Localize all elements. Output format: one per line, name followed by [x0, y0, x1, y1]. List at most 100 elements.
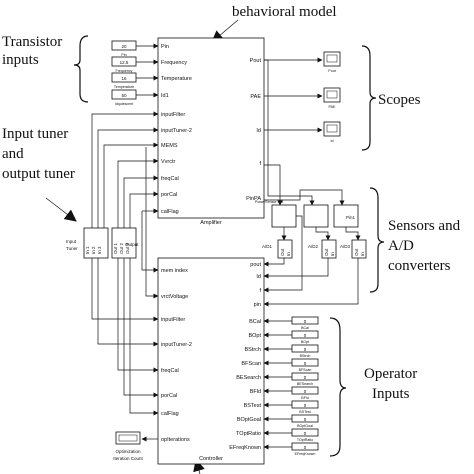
const-pin-block[interactable] [111, 40, 137, 51]
output-tuner-name: Output [125, 242, 139, 247]
const-boptgoal-block[interactable] [291, 414, 319, 423]
ctrl-port-freqcal: freqCal [161, 368, 179, 374]
operator-constants: 0 BCal 0 BOpt 0 BStrch 0 BFScan 0 BESear… [263, 316, 319, 456]
power-sensor-1[interactable] [271, 204, 297, 228]
const-pin-label: Pin [121, 53, 126, 57]
ctrl-port-inputtuner2: inputTuner-2 [161, 342, 192, 348]
ctrl-port-toptratio: TOptRatio [236, 431, 261, 437]
pin1-label: Pin1 [346, 215, 356, 220]
const-bfld-block[interactable] [291, 386, 319, 395]
const-efreqknown-value: 0 [304, 445, 307, 450]
ctrl-port-pout: pout [250, 262, 261, 268]
const-bcal-block[interactable] [291, 316, 319, 325]
sensors-label-2: A/D [388, 238, 414, 254]
const-bopt-block[interactable] [291, 330, 319, 339]
power-sensor-2[interactable] [303, 204, 329, 228]
transistor-constants: 20 Pin 12.5 Frequency 16 Temperature 50 … [111, 40, 159, 106]
sensors-label-3: converters [388, 258, 451, 274]
ctrl-port-bstrch: BStrch [244, 347, 261, 353]
operator-inputs-brace [329, 317, 347, 457]
const-toptratio-label: TOptRatio [297, 438, 313, 442]
iteration-count-label-2: Iteration Count [113, 456, 143, 461]
const-frequency-block[interactable] [111, 56, 137, 67]
const-bstest-value: 0 [304, 403, 307, 408]
sensors-brace [369, 187, 385, 293]
ctrl-port-vrctvoltage: vrctVoltage [161, 294, 188, 300]
transistor-inputs-label-2: inputs [2, 52, 39, 68]
input-tuner-label: Input tuner [2, 126, 68, 142]
const-bfld-label: BFld [301, 396, 308, 400]
const-temperature-block[interactable] [111, 72, 137, 83]
input-tuner-name: Input [66, 239, 77, 244]
controller-input-ports: mem index vrctVoltage inputFilter inputT… [161, 268, 192, 443]
const-bstest-label: BSTest [299, 410, 310, 414]
sensors-label: Sensors and [388, 218, 461, 234]
const-bfscan-value: 0 [304, 361, 307, 366]
scopes-brace [361, 45, 377, 151]
const-besearch-label: BESearch [297, 382, 313, 386]
amp-port-inputfilter: inputFilter [161, 112, 185, 118]
input-tuner-block[interactable] [83, 227, 109, 259]
ctrl-port-bcal: BCal [249, 319, 261, 325]
transistor-inputs-brace [73, 35, 89, 103]
const-toptratio-value: 0 [304, 431, 307, 436]
operator-inputs-label-2: Inputs [372, 386, 410, 402]
behavioral-model-label: behavioral model [232, 4, 337, 20]
ctrl-port-bstest: BSTest [244, 403, 262, 409]
const-besearch-block[interactable] [291, 372, 319, 381]
amp-port-id: Id [256, 128, 261, 134]
amp-port-frequency: Frequency [161, 60, 187, 66]
amp-port-id1: Id1 [161, 93, 169, 99]
amp-port-pin: Pin [161, 44, 169, 50]
tuner-out1: Out 1 [113, 242, 118, 254]
power-sensor-label: PowerSensor Out [255, 200, 283, 204]
const-frequency-label: Frequency [116, 69, 133, 73]
amplifier-output-ports: Pout PAE Id f PinPA [246, 58, 261, 202]
amplifier-block-name: Amplifier [200, 220, 222, 226]
ctrl-port-boptgoal: BOptGoal [237, 417, 261, 423]
ctrl-port-efreqknown: EFreqKnown [229, 445, 261, 451]
tuner-in2: In 2 [91, 246, 96, 254]
iteration-count-label: Optimization [115, 449, 141, 454]
const-idq-block[interactable] [111, 89, 137, 100]
scope-id-label: Id [331, 139, 334, 143]
input-tuner-arrow [45, 197, 77, 222]
const-efreqknown-block[interactable] [291, 442, 319, 451]
const-temperature-label: Temperature [114, 85, 134, 89]
ad1-out: Out [280, 248, 285, 256]
amp-port-pout: Pout [250, 58, 262, 64]
const-bstest-block[interactable] [291, 400, 319, 409]
output-tuner-block[interactable] [111, 227, 137, 259]
const-temperature-value: 16 [121, 76, 127, 81]
ctrl-port-besearch: BESearch [236, 375, 261, 381]
ctrl-port-bfscan: BFScan [241, 361, 261, 367]
amp-port-temperature: Temperature [161, 76, 192, 82]
ad2-label: A/D2 [308, 244, 319, 249]
const-bstrch-block[interactable] [291, 344, 319, 353]
ctrl-port-id: Id [256, 274, 261, 280]
tuner-wires [91, 111, 159, 416]
controller-block[interactable] [157, 257, 265, 465]
tuner-out2: Out 2 [119, 242, 124, 254]
const-bcal-label: BCal [301, 326, 309, 330]
controller-operator-ports: BCal BOpt BStrch BFScan BESearch BFld BS… [229, 319, 261, 451]
amp-port-pinpa: PinPA [246, 196, 261, 202]
display-group: Optimization Iteration Count [113, 431, 158, 461]
amp-port-mems: MEMS [161, 143, 178, 149]
tuner-in3: In 3 [97, 246, 102, 254]
const-bfscan-label: BFScan [299, 368, 312, 372]
sensor-group: PowerSensor Out Pin1 A/D1 A/D2 A/D3 Out … [255, 59, 367, 307]
input-tuner-label-2: and [2, 146, 24, 162]
const-bfscan-block[interactable] [291, 358, 319, 367]
tuner-out3: Out 3 [125, 242, 130, 254]
const-efreqknown-label: EFreqKnown [295, 452, 316, 456]
const-bfld-value: 0 [304, 389, 307, 394]
ctrl-port-bfld: BFld [250, 389, 261, 395]
input-tuner-label-3: output tuner [2, 166, 75, 182]
ctrl-port-bopt: BOpt [248, 333, 261, 339]
ctrl-port-f: f [259, 288, 261, 294]
scope-pout-label: Pout [328, 69, 335, 73]
const-toptratio-block[interactable] [291, 428, 319, 437]
amp-port-pae: PAE [250, 94, 261, 100]
